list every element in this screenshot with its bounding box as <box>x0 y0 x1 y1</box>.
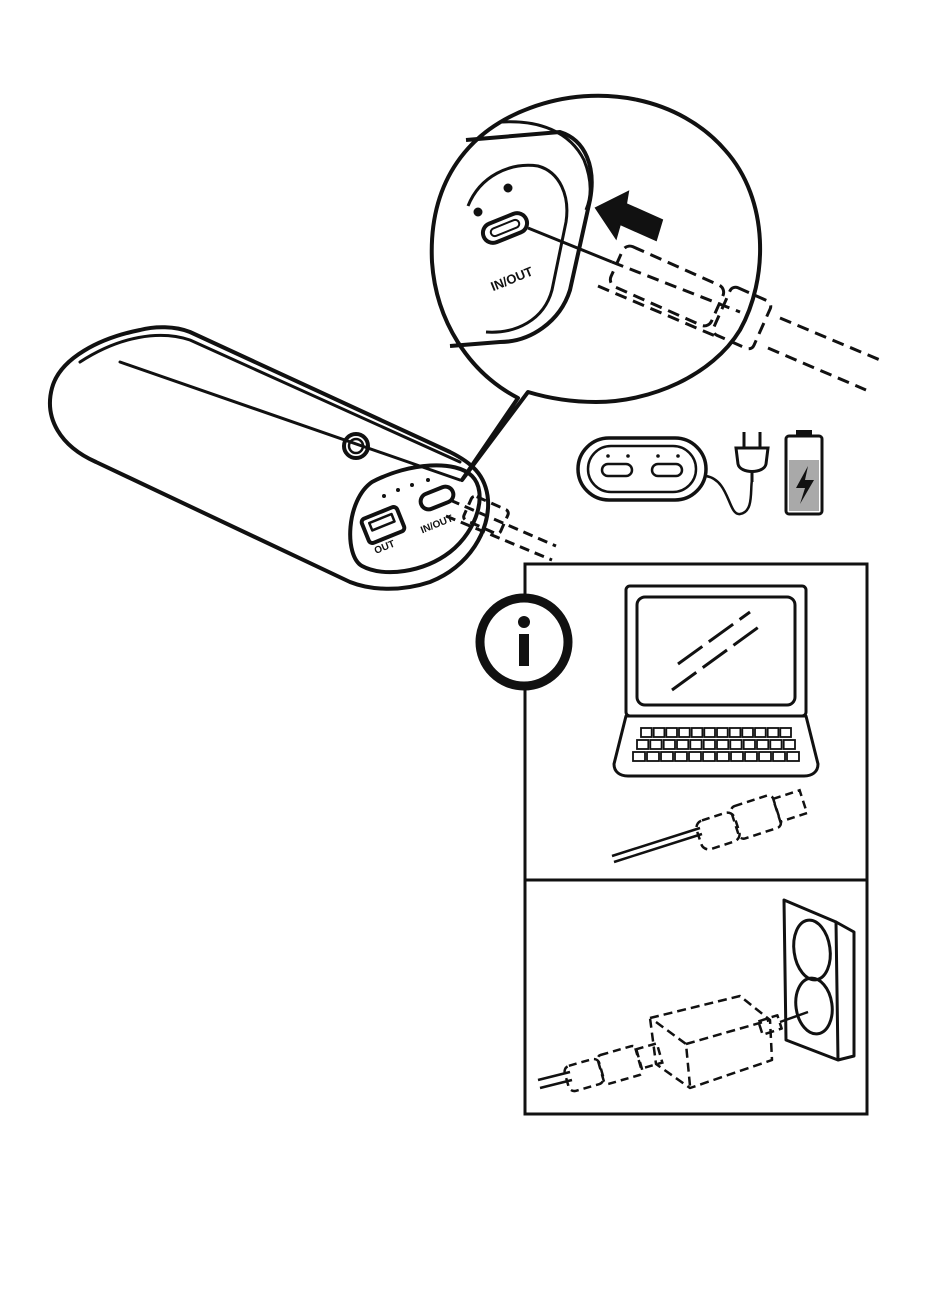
keyboard-key <box>637 740 648 749</box>
adapter-prong <box>758 1015 781 1034</box>
mini-port <box>652 464 682 476</box>
keyboard-key <box>742 728 753 737</box>
laptop-keyboard <box>633 728 799 761</box>
keyboard-key <box>704 740 715 749</box>
laptop-screen-frame <box>626 586 806 716</box>
keyboard-key <box>704 728 715 737</box>
mini-power-bank <box>578 438 706 500</box>
usb-a-collar <box>694 811 741 852</box>
info-panel <box>525 564 867 1114</box>
keyboard-key <box>679 728 690 737</box>
usb-cable-wire <box>614 834 702 862</box>
power-adapter-icon <box>650 996 782 1088</box>
charge-cord <box>706 476 752 514</box>
zoom-led-dot <box>476 210 481 215</box>
outlet-socket <box>792 976 835 1036</box>
plug-body <box>736 448 768 472</box>
usb-a-tip <box>773 790 807 821</box>
charging-illustration <box>578 438 752 514</box>
adapter-cable-plug <box>563 1043 662 1092</box>
battery-charging-icon <box>786 430 822 514</box>
laptop-glare <box>678 612 750 664</box>
zoom-cable-tail <box>768 348 866 390</box>
keyboard-key <box>780 728 791 737</box>
info-panel-frame <box>525 564 867 1114</box>
keyboard-key <box>787 752 799 761</box>
power-bank <box>50 327 488 589</box>
keyboard-key <box>661 752 673 761</box>
usb-a-cable <box>612 828 702 862</box>
power-plug-icon <box>736 432 768 482</box>
keyboard-key <box>730 728 741 737</box>
keyboard-key <box>717 752 729 761</box>
led-dot <box>426 478 430 482</box>
outlet-socket <box>790 918 834 982</box>
callout-bubble <box>432 96 760 480</box>
power-bank-shell <box>50 327 488 589</box>
keyboard-key <box>731 752 743 761</box>
keyboard-key <box>633 752 645 761</box>
mini-led <box>676 454 680 458</box>
keyboard-key <box>689 752 701 761</box>
info-stem <box>519 634 529 666</box>
laptop-base <box>614 716 818 776</box>
keyboard-key <box>664 740 675 749</box>
adapter-plug-tip <box>636 1043 663 1068</box>
mini-port <box>602 464 632 476</box>
keyboard-key <box>677 740 688 749</box>
adapter-edge <box>686 1020 770 1044</box>
keyboard-key <box>744 740 755 749</box>
mini-power-bank-inner <box>588 446 696 492</box>
keyboard-key <box>647 752 659 761</box>
laptop-screen <box>637 597 795 705</box>
keyboard-key <box>757 740 768 749</box>
device-cable-dashed <box>446 495 556 560</box>
inout-usbc-port <box>418 484 456 512</box>
keyboard-key <box>773 752 785 761</box>
mini-led <box>656 454 660 458</box>
mini-led <box>606 454 610 458</box>
keyboard-key <box>650 740 661 749</box>
keyboard-key <box>755 728 766 737</box>
keyboard-key <box>703 752 715 761</box>
keyboard-key <box>745 752 757 761</box>
wall-outlet-icon <box>784 900 854 1060</box>
power-bank-ridge <box>80 335 460 462</box>
keyboard-key <box>675 752 687 761</box>
keyboard-key <box>768 728 779 737</box>
keyboard-key <box>717 728 728 737</box>
keyboard-key <box>770 740 781 749</box>
adapter-box <box>650 996 772 1088</box>
zoom-callout <box>432 96 760 480</box>
keyboard-key <box>692 728 703 737</box>
zoom-cable-tail <box>780 318 880 360</box>
keyboard-key <box>666 728 677 737</box>
keyboard-key <box>784 740 795 749</box>
led-dot <box>382 494 386 498</box>
led-dot <box>410 483 414 487</box>
keyboard-key <box>759 752 771 761</box>
usb-a-plug-dashed <box>694 790 807 851</box>
info-icon <box>480 598 568 686</box>
mini-led <box>626 454 630 458</box>
keyboard-key <box>717 740 728 749</box>
usb-a-body <box>730 794 782 840</box>
info-dot <box>518 616 530 628</box>
keyboard-key <box>690 740 701 749</box>
laptop-icon <box>614 586 818 776</box>
zoom-led-dot <box>506 186 511 191</box>
keyboard-key <box>730 740 741 749</box>
usb-cable-wire <box>612 828 700 856</box>
keyboard-key <box>654 728 665 737</box>
keyboard-key <box>641 728 652 737</box>
led-dot <box>396 488 400 492</box>
